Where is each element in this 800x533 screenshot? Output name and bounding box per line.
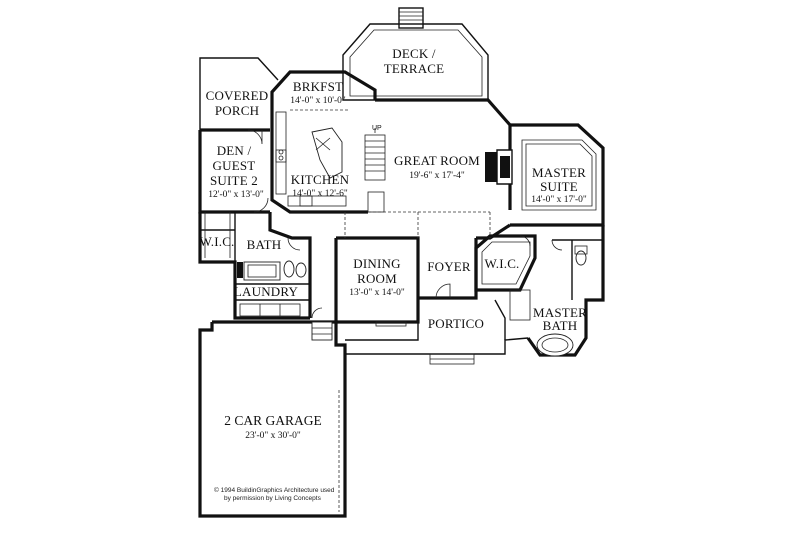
deck-label-line1: DECK /	[392, 46, 436, 61]
laundry-label: LAUNDRY	[234, 284, 299, 299]
den-dims: 12'-0" x 13'-0"	[208, 190, 264, 200]
deck-steps	[398, 7, 424, 29]
laundry-fixtures	[239, 303, 301, 317]
dining-label-line1: DINING	[353, 256, 400, 271]
copyright-line1: © 1994 BuildinGraphics Architecture used	[214, 486, 335, 494]
openings	[344, 211, 491, 365]
copyright: © 1994 BuildinGraphics Architecture used…	[214, 486, 335, 502]
garage-label: 2 CAR GARAGE	[224, 413, 322, 428]
den-label-line3: SUITE 2	[210, 173, 258, 188]
room-labels: DECK / TERRACE BRKFST 14'-0" x 10'-0" CO…	[199, 46, 587, 441]
master-bath-fixtures	[509, 245, 588, 357]
copyright-line2: by permission by Living Concepts	[224, 495, 322, 502]
deck-terrace	[342, 7, 489, 101]
covered-porch-label-line1: COVERED	[206, 88, 269, 103]
dining-label-line2: ROOM	[357, 271, 397, 286]
stairs: UP	[364, 125, 386, 213]
master-bath-label-line2: BATH	[543, 318, 578, 333]
deck-label-line2: TERRACE	[384, 61, 445, 76]
kitchen-fixtures	[275, 109, 350, 207]
master-suite-label-line1: MASTER	[532, 165, 586, 180]
dining-dims: 13'-0" x 14'-0"	[349, 288, 405, 298]
foyer-label: FOYER	[427, 259, 471, 274]
master-suite-tray	[521, 139, 597, 211]
door-swings	[247, 129, 563, 319]
wic-right-label: W.I.C.	[484, 256, 519, 271]
den-label-line2: GUEST	[213, 158, 256, 173]
garage	[198, 320, 347, 518]
den-closet	[200, 212, 235, 258]
brkfst-label: BRKFST	[293, 79, 343, 94]
brkfst-dims: 14'-0" x 10'-0"	[290, 96, 346, 106]
master-suite-dims: 14'-0" x 17'-0"	[531, 195, 587, 205]
left-bath-fixtures	[237, 260, 307, 281]
great-room-label: GREAT ROOM	[394, 153, 480, 168]
den-label-line1: DEN /	[217, 143, 252, 158]
portico-label: PORTICO	[428, 316, 484, 331]
kitchen-label: KITCHEN	[291, 172, 350, 187]
wic-right-shelving	[481, 241, 531, 285]
fireplace	[485, 149, 513, 185]
wic-left-label: W.I.C.	[199, 234, 234, 249]
master-suite-label-line2: SUITE	[540, 179, 578, 194]
kitchen-dims: 14'-0" x 12'-6"	[292, 189, 348, 199]
master-bath-label-line1: MASTER	[533, 305, 587, 320]
great-room-dims: 19'-6" x 17'-4"	[409, 171, 465, 181]
garage-dims: 23'-0" x 30'-0"	[245, 431, 301, 441]
covered-porch	[199, 57, 279, 132]
covered-porch-label-line2: PORCH	[215, 103, 259, 118]
bath-label: BATH	[247, 237, 282, 252]
stairs-up-label: UP	[372, 125, 382, 132]
